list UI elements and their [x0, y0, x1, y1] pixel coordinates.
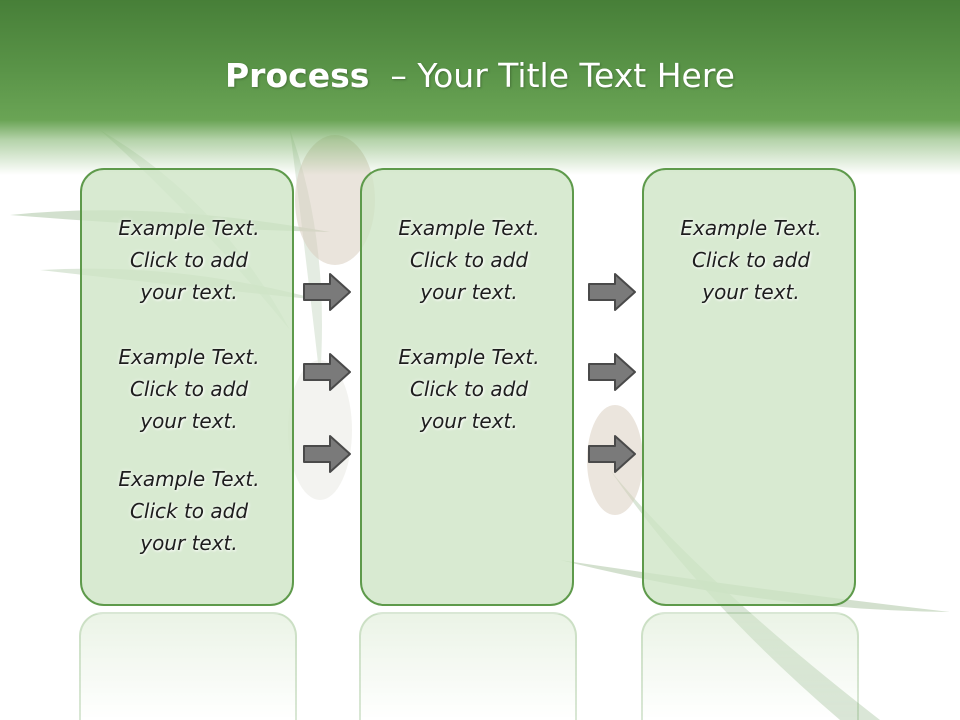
panel-reflection	[641, 612, 859, 720]
arrow-right-icon[interactable]	[587, 352, 637, 392]
text-placeholder[interactable]: Example Text. Click to add your text.	[118, 216, 260, 304]
title-rest: – Your Title Text Here	[390, 56, 735, 95]
process-panel-3[interactable]: Example Text. Click to add your text.	[642, 168, 856, 606]
text-placeholder[interactable]: Example Text. Click to add your text.	[398, 345, 540, 433]
text-placeholder[interactable]: Example Text. Click to add your text.	[118, 345, 260, 433]
panel-reflection	[79, 612, 297, 720]
text-placeholder[interactable]: Example Text. Click to add your text.	[680, 216, 822, 304]
process-panel-2[interactable]: Example Text. Click to add your text. Ex…	[360, 168, 574, 606]
arrow-right-icon[interactable]	[587, 434, 637, 474]
title-bold: Process	[225, 56, 370, 95]
title-bar	[0, 0, 960, 175]
arrow-right-icon[interactable]	[302, 434, 352, 474]
slide-title[interactable]: Process – Your Title Text Here	[0, 50, 960, 102]
arrow-right-icon[interactable]	[587, 272, 637, 312]
panel-reflection	[359, 612, 577, 720]
arrow-right-icon[interactable]	[302, 272, 352, 312]
text-placeholder[interactable]: Example Text. Click to add your text.	[118, 467, 260, 555]
text-placeholder[interactable]: Example Text. Click to add your text.	[398, 216, 540, 304]
arrow-right-icon[interactable]	[302, 352, 352, 392]
process-panel-1[interactable]: Example Text. Click to add your text. Ex…	[80, 168, 294, 606]
